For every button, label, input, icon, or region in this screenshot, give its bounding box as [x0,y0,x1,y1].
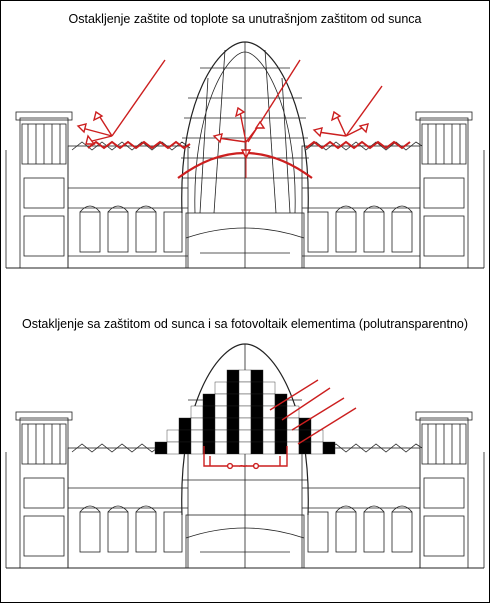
wiring-node-right [252,462,260,470]
pv-cell [238,429,252,443]
pv-cell [286,429,300,443]
pv-cell [262,441,276,455]
pv-cell [274,441,288,455]
pv-cell [226,441,240,455]
pv-cell [166,429,180,443]
pv-cell [178,429,192,443]
left-tower [15,411,73,569]
pv-cell [274,405,288,419]
sun-ray-4 [297,407,357,445]
pv-cell [262,429,276,443]
pv-cell [250,369,264,383]
right-tower [415,411,473,569]
pv-cell [250,429,264,443]
red-wiring [203,446,288,467]
pv-cell [178,417,192,431]
pv-cell [214,405,228,419]
pv-cell [310,441,324,455]
pv-cell [238,369,252,383]
pv-cell [238,393,252,407]
pv-cell [226,381,240,395]
pv-cell [214,417,228,431]
dome [181,41,309,269]
pv-cell [214,441,228,455]
left-wing [67,447,189,569]
pv-cell [262,417,276,431]
photovoltaic-checkerboard [154,369,336,455]
bottom-building-section: ~ [5,343,485,569]
current-symbol: ~ [238,459,248,473]
pv-cell [262,381,276,395]
sun-protection-annotations [76,59,411,179]
left-tower [15,111,73,269]
pv-cell [178,441,192,455]
bottom-caption: Ostakljenje sa zaštitom od sunca i sa fo… [21,317,469,331]
wiring-node-left [226,462,234,470]
pv-cell [238,381,252,395]
right-tower [415,111,473,269]
pv-cell [202,393,216,407]
pv-cell [238,417,252,431]
pv-cell [250,417,264,431]
pv-cell [190,429,204,443]
pv-cell [286,417,300,431]
pv-cell [226,405,240,419]
pv-cell [202,429,216,443]
pv-cell [298,441,312,455]
pv-cell [286,441,300,455]
pv-cell [226,369,240,383]
sun-ray-3 [291,397,345,431]
pv-cell [190,405,204,419]
pv-cell [190,417,204,431]
pv-cell [226,393,240,407]
red-roof-line-right [305,140,411,150]
pv-cell [226,417,240,431]
pv-cell [154,441,168,455]
top-caption: Ostakljenje zaštite od toplote sa unutra… [68,12,422,26]
sun-ray-left [111,59,166,137]
building-drawing [5,343,485,569]
pv-cell [250,393,264,407]
sun-ray-right [345,85,383,137]
sun-ray-1 [269,379,319,411]
pv-cell [250,441,264,455]
pv-cell [202,405,216,419]
hollow-arrowheads [76,106,369,160]
pv-cell [250,405,264,419]
pv-cell [262,393,276,407]
top-building-section [5,41,485,269]
pv-cell [250,381,264,395]
reflection-arrows-center [217,111,261,143]
right-wing [301,145,421,269]
right-wing [301,447,421,569]
pv-cell [214,393,228,407]
pv-cell [214,381,228,395]
pv-cell [166,441,180,455]
pv-cell [202,417,216,431]
pv-annotations [203,379,357,470]
pv-cell [202,441,216,455]
pv-cell [214,429,228,443]
sun-ray-2 [281,387,331,421]
red-roof-line-left [87,140,191,150]
pv-cell [322,441,336,455]
pv-cell [274,429,288,443]
pv-cell [190,441,204,455]
building-drawing [5,41,485,269]
pv-cell [238,441,252,455]
pv-cell [274,417,288,431]
left-wing [67,145,189,269]
pv-cell [226,429,240,443]
pv-cell [238,405,252,419]
